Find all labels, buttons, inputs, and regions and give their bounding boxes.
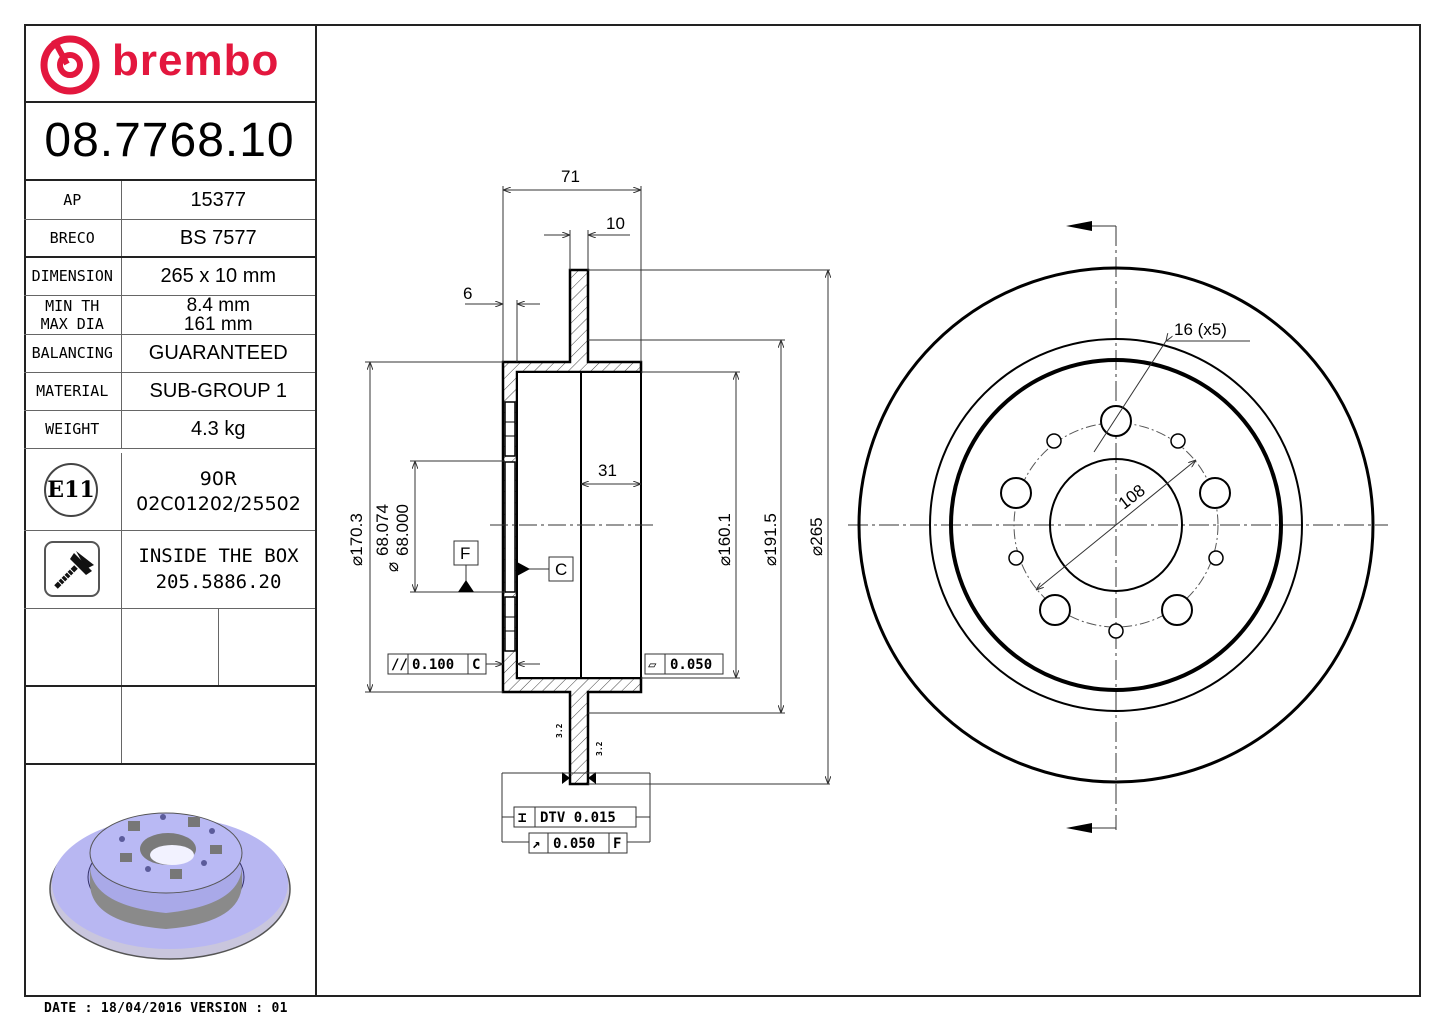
spec-label-min-th: MIN TH: [45, 296, 100, 315]
flatness-value: 0.050: [670, 657, 712, 673]
spec-label: AP: [24, 181, 122, 220]
dim-d265: ⌀265: [807, 517, 826, 556]
dim-6: 6: [463, 284, 472, 303]
spec-row-min-th-max-dia: MIN TH MAX DIA 8.4 mm 161 mm: [24, 294, 315, 335]
spec-label: WEIGHT: [24, 410, 122, 449]
screw-icon: [44, 541, 100, 597]
empty-cells-row: [24, 609, 315, 687]
spec-value: SUB-GROUP 1: [121, 372, 315, 411]
spec-value: 265 x 10 mm: [121, 257, 315, 296]
empty-cells-row: [24, 687, 315, 765]
brembo-disc-logo-icon: [40, 35, 100, 95]
dim-d68-lower: 68.000: [393, 504, 412, 556]
certification-row: E11 90R 02C01202/25502: [24, 453, 315, 531]
spec-value: 4.3 kg: [121, 410, 315, 449]
spec-value: 15377: [121, 181, 315, 220]
spec-value-max-dia: 161 mm: [183, 313, 253, 335]
hardware-part-number: 205.5886.20: [155, 571, 282, 593]
spec-label: BALANCING: [24, 334, 122, 373]
spec-row-balancing: BALANCING GUARANTEED: [24, 334, 315, 373]
dim-10: 10: [606, 214, 625, 233]
spec-row-weight: WEIGHT 4.3 kg: [24, 410, 315, 449]
spec-label: DIMENSION: [24, 257, 122, 296]
drawing-frame: [24, 24, 1421, 997]
spec-row-material: MATERIAL SUB-GROUP 1: [24, 372, 315, 411]
certification-regulation: 90R: [199, 468, 238, 490]
dim-pcd-108: 108: [1115, 481, 1149, 513]
parallelism-symbol: //: [391, 657, 408, 673]
dim-d68-upper: 68.074: [373, 504, 392, 556]
dim-d191-5: ⌀191.5: [761, 513, 780, 566]
spec-value: BS 7577: [121, 219, 315, 258]
dtv-symbol: ⌶: [518, 810, 526, 826]
dim-71: 71: [561, 167, 580, 186]
bolt-hole-callout: 16 (x5): [1174, 320, 1227, 339]
spec-row-dimension: DIMENSION 265 x 10 mm: [24, 257, 315, 296]
runout-value: 0.050: [553, 836, 595, 852]
spec-value: GUARANTEED: [121, 334, 315, 373]
front-view: 108 16 (x5): [848, 221, 1388, 833]
flatness-symbol: ▱: [648, 657, 657, 673]
spec-table: AP 15377 BRECO BS 7577 DIMENSION 265 x 1…: [24, 181, 315, 449]
spec-label: MATERIAL: [24, 372, 122, 411]
datum-c-label: C: [555, 560, 567, 579]
parallelism-datum: C: [472, 657, 480, 673]
spec-row-ap: AP 15377: [24, 181, 315, 220]
brand-logo: brembo: [24, 24, 315, 103]
flatness-tolerance: ▱ 0.050: [644, 653, 724, 675]
disc-3d-render: [24, 765, 315, 995]
surface-finish-left: 3.2: [555, 723, 564, 738]
dtv-value: DTV 0.015: [540, 810, 616, 826]
spec-row-breco: BRECO BS 7577: [24, 219, 315, 258]
section-view: 71 10 6 31 ⌀160.1 ⌀191.5 ⌀265: [347, 167, 830, 854]
runout-datum: F: [613, 836, 621, 852]
spec-label: BRECO: [24, 219, 122, 258]
part-number: 08.7768.10: [44, 114, 295, 167]
brake-disc-render-icon: [49, 812, 291, 960]
runout-symbol: ↗: [532, 836, 540, 852]
hardware-note: INSIDE THE BOX: [138, 545, 299, 567]
date-version-footer: DATE : 18/04/2016 VERSION : 01: [44, 1001, 288, 1016]
dim-d170-3: ⌀170.3: [347, 513, 366, 566]
parallelism-value: 0.100: [412, 657, 454, 673]
dim-31: 31: [598, 461, 617, 480]
dtv-runout-tolerance: ⌶ DTV 0.015 ↗ 0.050 F: [501, 772, 651, 854]
title-block: brembo 08.7768.10 AP 15377 BRECO BS 7577…: [24, 24, 317, 997]
spec-label-max-dia: MAX DIA: [40, 314, 104, 333]
surface-finish-right: 3.2: [595, 741, 604, 756]
spec-value-min-th: 8.4 mm: [186, 294, 250, 316]
dim-d68-prefix: ⌀: [383, 562, 402, 572]
hardware-row: INSIDE THE BOX 205.5886.20: [24, 531, 315, 609]
parallelism-tolerance: // 0.100 C: [387, 653, 540, 675]
certification-number: 02C01202/25502: [136, 493, 301, 515]
datum-f-label: F: [460, 544, 470, 563]
dim-d160-1: ⌀160.1: [715, 513, 734, 566]
e11-approval-icon: E11: [44, 463, 98, 517]
part-number-cell: 08.7768.10: [24, 103, 315, 181]
brand-name: brembo: [112, 36, 280, 85]
